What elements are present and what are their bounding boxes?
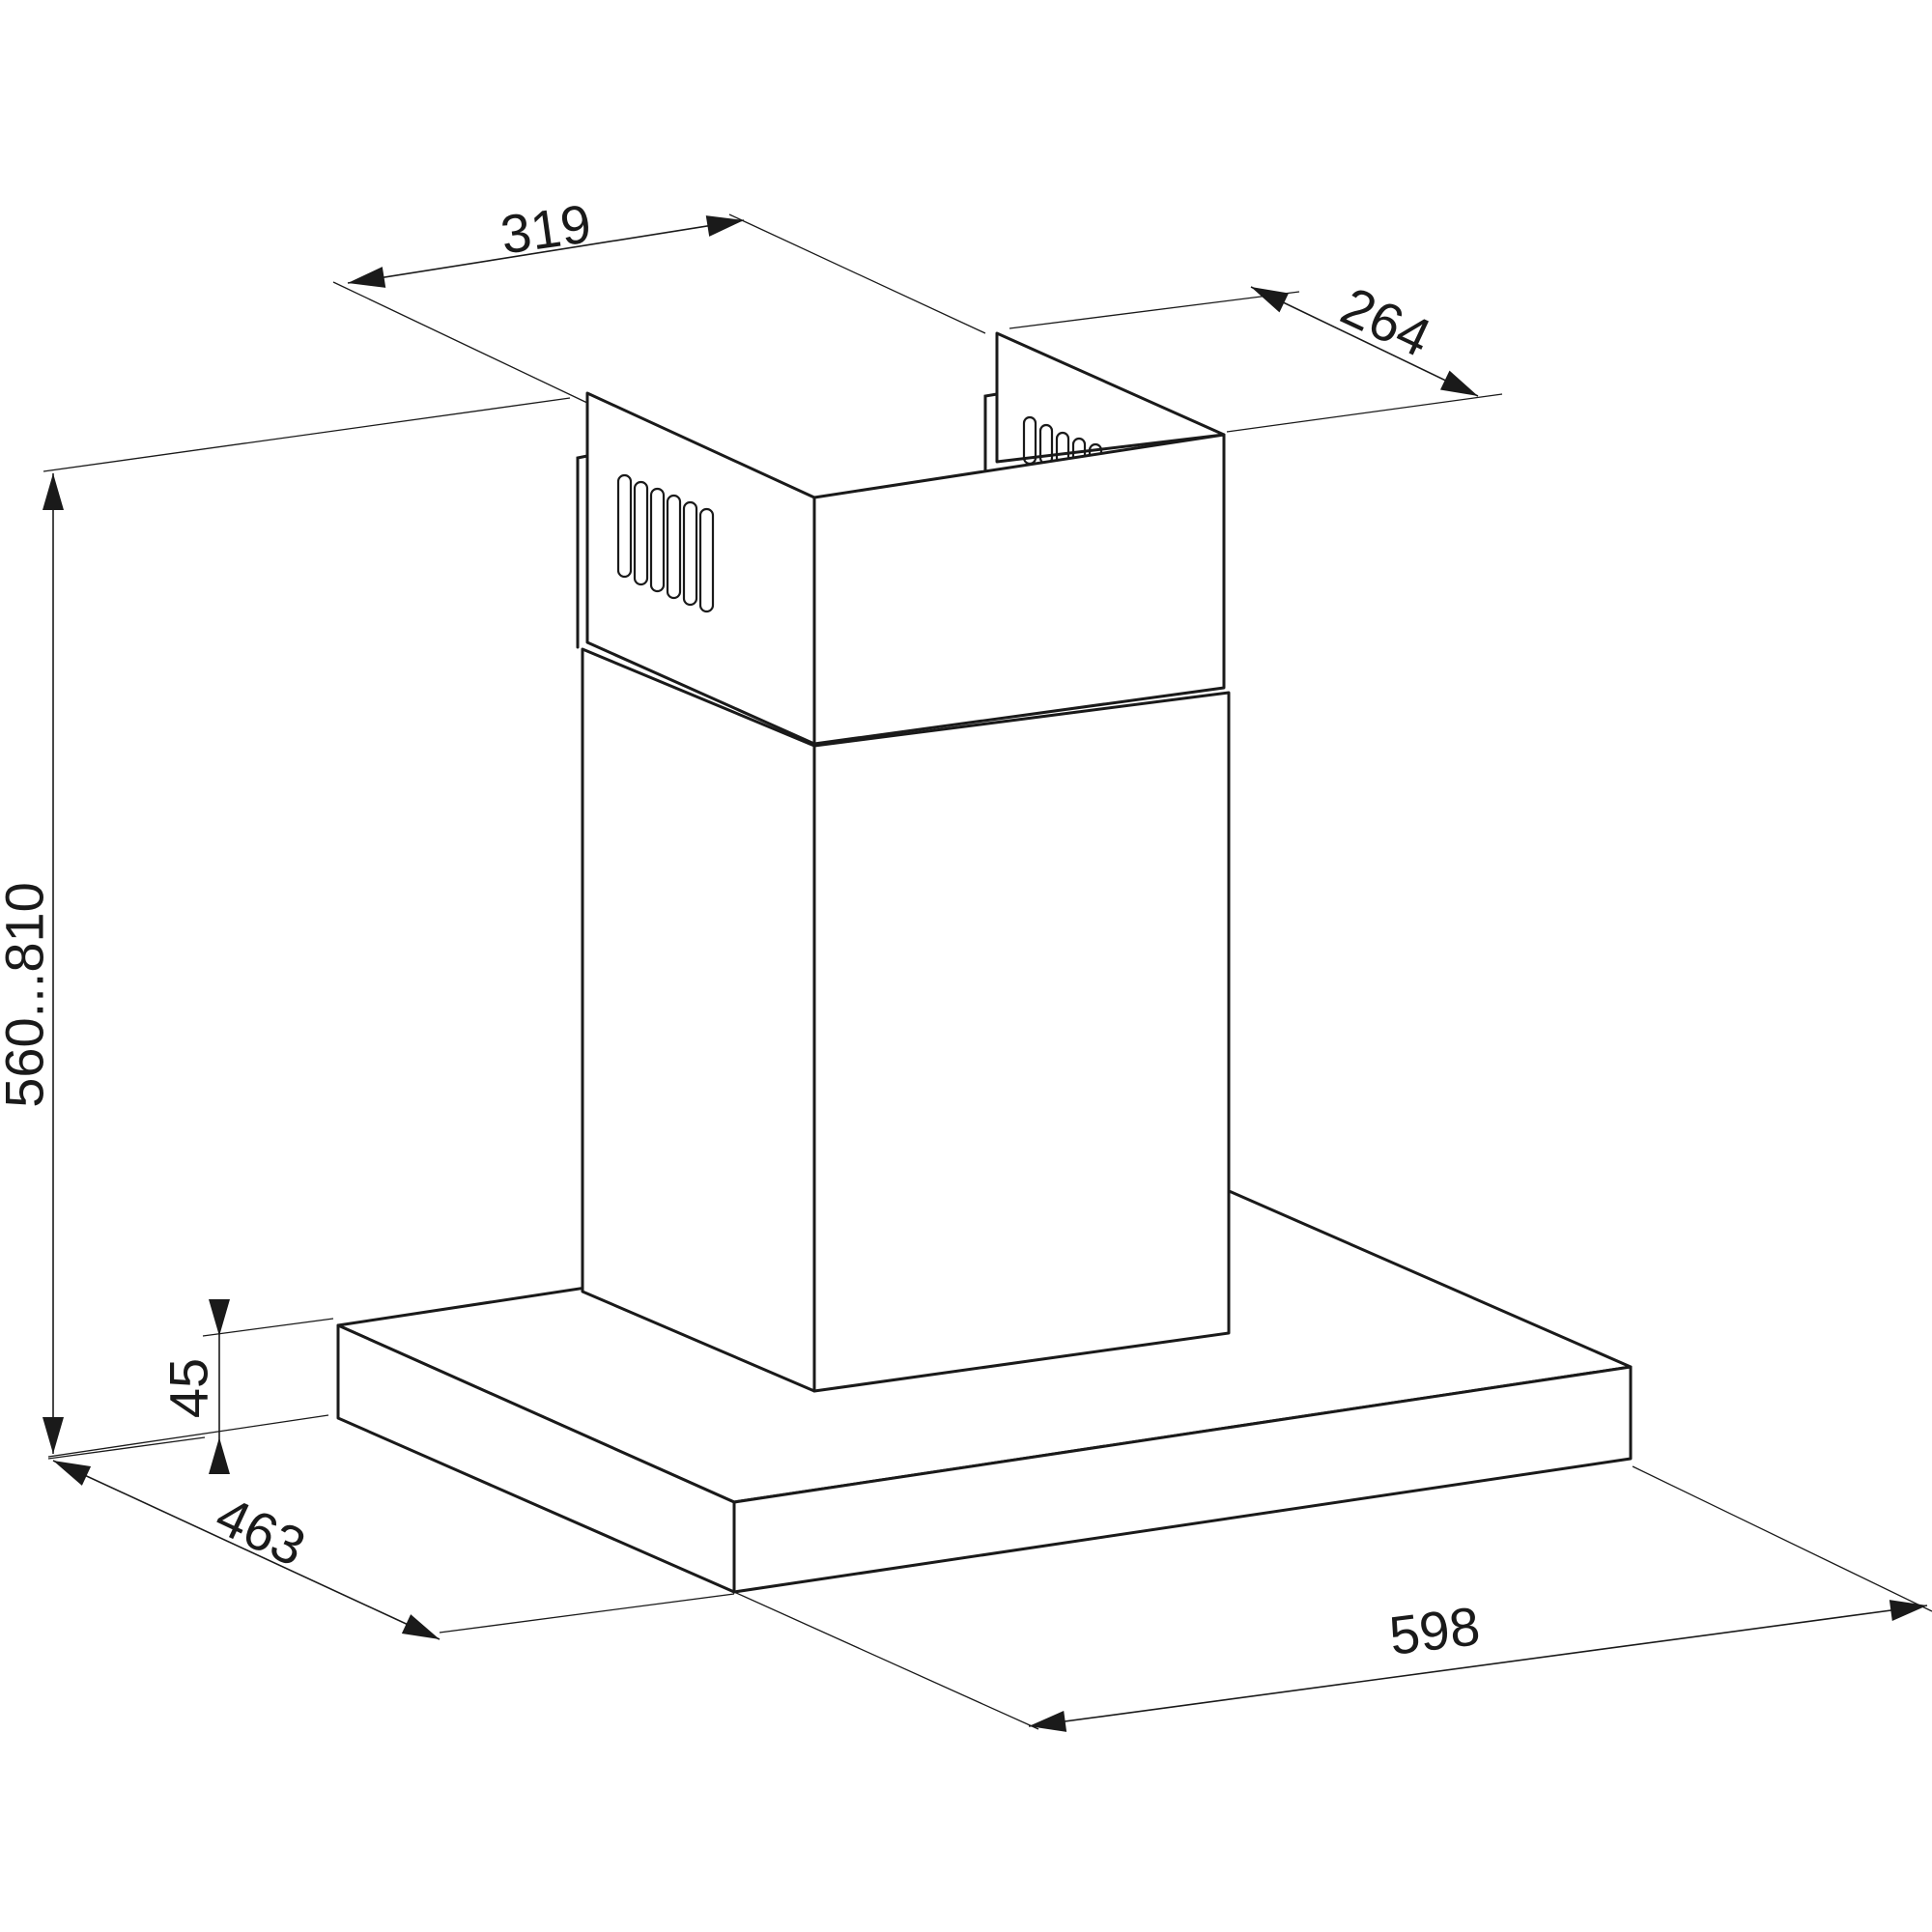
dim-line-canopy-depth (52, 1460, 440, 1640)
dim-line-canopy-height-arrow-top (209, 1299, 230, 1336)
dimension-canopy-height: 45 (158, 1358, 219, 1418)
dimension-lines (43, 215, 1928, 1732)
canopy-right-face (732, 1365, 1633, 1594)
dim-line-top-depth (1250, 286, 1479, 397)
upper-chimney-right-face (812, 433, 1226, 746)
lower-chimney-left-face (581, 647, 816, 1393)
dim-line-height-arrow-start (43, 473, 64, 510)
dimension-canopy-width: 598 (1386, 1595, 1483, 1666)
dimension-top-depth: 264 (1332, 275, 1439, 369)
extension-lines (43, 213, 1932, 1730)
dim-line-top-width-arrow-end (705, 215, 744, 237)
dim-line-canopy-depth-arrow-end (401, 1614, 440, 1639)
back-panel-bracket (983, 392, 999, 473)
dim-line-canopy-depth-arrow-start (53, 1461, 92, 1486)
dim-line-top-width-arrow-start (348, 267, 386, 288)
vent-slots-front (616, 473, 715, 613)
lower-chimney-right-face (812, 691, 1231, 1393)
dimension-top-width: 319 (497, 192, 594, 265)
dim-line-top-depth-arrow-end (1439, 370, 1478, 396)
upper-chimney-back-panel (995, 331, 1226, 464)
dim-line-height-arrow-end (43, 1417, 64, 1454)
dimension-canopy-depth: 463 (207, 1485, 314, 1578)
dimension-height-range: 560...810 (0, 882, 55, 1108)
dim-line-top-width (347, 219, 745, 284)
upper-chimney-flange (576, 454, 589, 649)
dim-line-canopy-height-arrow-bottom (209, 1437, 230, 1474)
dim-line-top-depth-arrow-start (1251, 287, 1290, 313)
dim-line-canopy-width-arrow-end (1889, 1600, 1927, 1621)
dim-line-canopy-width-arrow-start (1029, 1711, 1067, 1732)
dim-line-canopy-width (1028, 1605, 1928, 1727)
hood-drawing (336, 331, 1633, 1594)
